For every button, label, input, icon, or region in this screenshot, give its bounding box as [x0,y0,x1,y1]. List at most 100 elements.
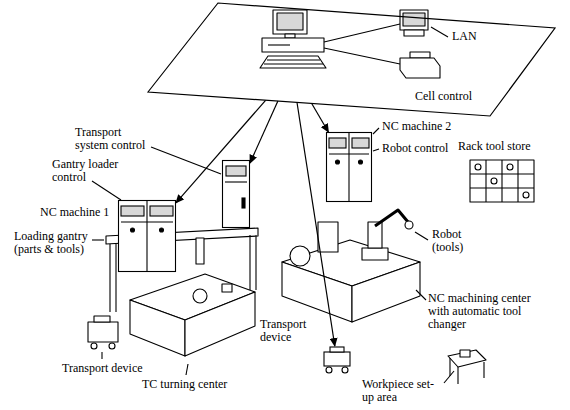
cell-computer-monitor [273,10,307,34]
robot-base [362,248,388,260]
lathe-chuck [193,289,207,303]
cart-load [330,347,344,352]
leader-line [373,128,379,134]
node-outline [326,132,372,202]
machining-center-side [352,262,420,322]
terminal-base [404,30,424,36]
node-label: NC machine 1 [40,206,116,219]
control-cabinet: NC machine 2Robot control [326,132,372,202]
leader-line [431,27,448,37]
part-label: Loading gantry (parts & tools) [14,230,104,256]
cabinet-door-line [225,181,247,182]
node-label: Robot control [382,142,456,155]
part-label: Rack tool store [458,140,548,153]
cabinet-body [119,201,176,272]
leader-line [415,232,428,240]
leader-line [92,181,121,200]
lan-cable [324,24,400,42]
cabinet-door-line [329,153,369,154]
lan-terminal [400,10,428,30]
cabinet-divider [146,201,147,272]
illustration-group [88,10,534,384]
monitor-stand [285,34,295,38]
cabinet-screen [329,138,346,148]
cabinet-knob [359,160,363,164]
part-label: TC turning center [142,378,252,391]
cabinet-screen [150,206,173,216]
rack-tool [523,192,529,198]
control-arrow [250,101,278,163]
cabinet-knob [131,228,135,232]
cabinet-knob [336,160,340,164]
cabinet-knob [160,228,164,232]
tool-changer [290,246,310,266]
node-label: Transport device [260,318,318,344]
transport-device: Transport device [322,346,352,374]
computer-case [262,38,324,52]
cabinet-divider [348,133,349,202]
control-cabinet: Transport system control [222,160,250,228]
cart-wheel [109,343,115,349]
leader-line [151,147,221,174]
printer-cable [324,48,400,64]
turning-center-front [130,300,185,356]
cart-load [94,316,110,322]
leader-line [416,290,426,300]
printer-paper [410,52,430,58]
drive-slot [268,44,290,45]
cart-wheel [326,367,332,373]
leader-line [444,371,454,383]
leader-line [373,149,379,151]
monitor-screen [277,13,303,30]
robot-arm [375,210,408,226]
leader-line [92,239,104,240]
node-label: NC machine 2 [382,120,462,133]
cabinet-handle [242,198,245,208]
node-outline [322,346,352,374]
robot-gripper [405,221,413,229]
cell-control-plane: Cell control [140,0,560,120]
terminal-screen [403,13,425,26]
keyboard-keys [264,60,323,64]
setup-table-legs [450,358,484,384]
rack-tool [491,178,497,184]
rack-tool [507,164,513,170]
transport-cart [88,322,118,342]
part-label: Transport device [62,362,162,375]
cabinet-body [223,161,250,228]
cart-wheel [342,367,348,373]
node-outline [222,160,250,228]
control-arrow [176,100,266,203]
rack-grid [470,160,534,202]
spindle-head [318,222,338,252]
node-outline [140,0,560,120]
part-label: NC machining center with automatic tool … [428,292,546,331]
cart-wheel [91,343,97,349]
rack-tool [475,164,481,170]
leader-line [186,364,188,375]
tool-turret [222,284,232,292]
tool-rack [470,160,534,202]
node-label: Gantry loader control [52,158,128,184]
cabinet-screen [121,206,144,216]
control-arrow [312,104,329,133]
node-outline [118,200,176,272]
node-label: Cell control [415,90,481,103]
control-cabinet: Gantry loader controlNC machine 1 [118,200,176,272]
leader-line [101,352,102,359]
machining-center-front [282,262,352,322]
part-label: LAN [452,30,492,43]
plane-outline [148,3,555,116]
cabinet-screen [352,138,369,148]
workpiece [460,350,470,357]
node-label: Transport system control [75,126,153,152]
setup-table [448,350,486,367]
cabinet-body [327,133,372,202]
cart-body [324,352,350,366]
keyboard [260,56,326,68]
printer [400,58,440,78]
cabinet-door-line [121,221,173,222]
